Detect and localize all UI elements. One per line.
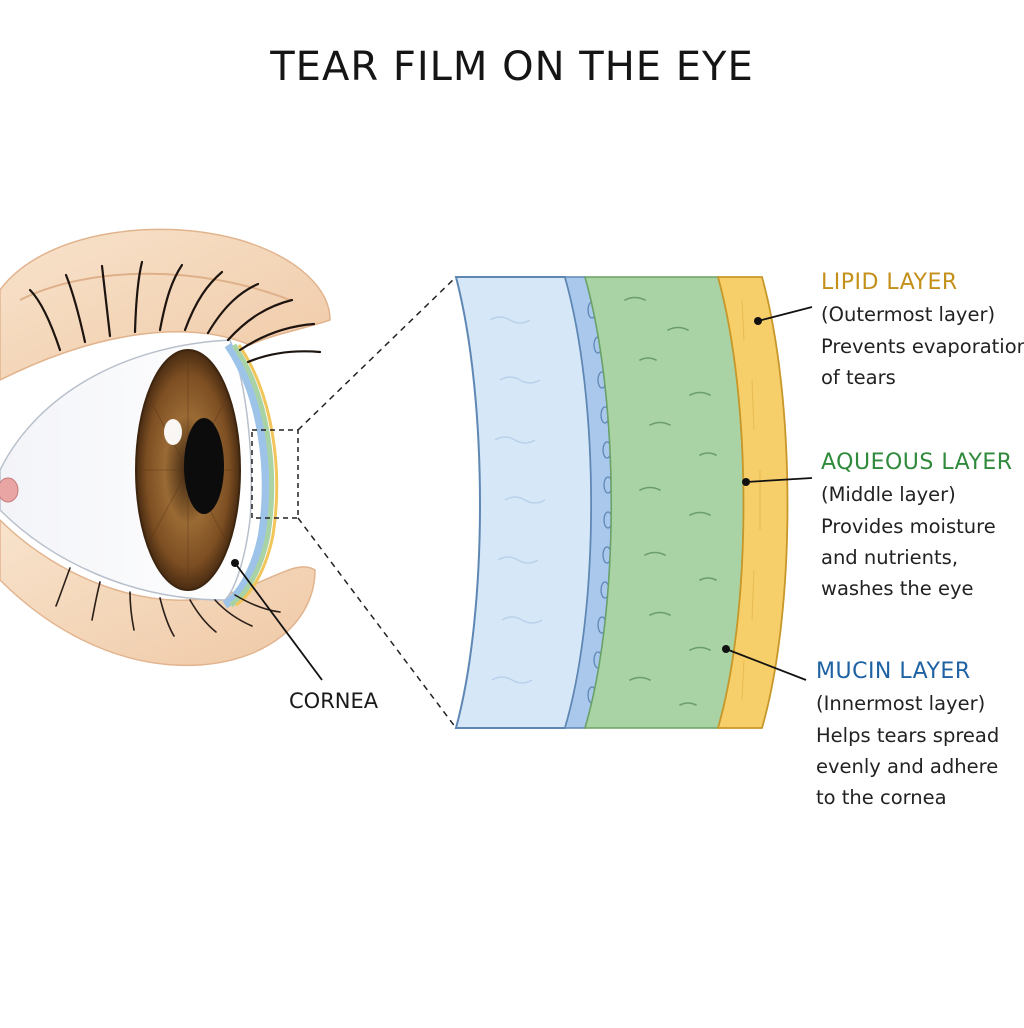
lower-eyelid (0, 518, 316, 667)
upper-eyelashes (28, 260, 322, 364)
aqueous-layer-description: Provides moisture (821, 515, 996, 538)
mucin-layer-label: MUCIN LAYER (Innermost layer) Helps tear… (816, 659, 1024, 813)
mucin-layer-heading: MUCIN LAYER (816, 659, 971, 684)
cornea-pointer-line (234, 562, 323, 681)
lipid-layer-description: of tears (821, 366, 896, 389)
aqueous-layer-subtitle: (Middle layer) (821, 483, 956, 506)
mucin-layer-subtitle: (Innermost layer) (816, 692, 986, 715)
tear-duct (0, 477, 19, 503)
aqueous-layer-label: AQUEOUS LAYER (Middle layer) Provides mo… (821, 450, 1024, 604)
lipid-layer-heading: LIPID LAYER (821, 270, 958, 295)
mucin-pointer-line (725, 648, 807, 681)
mucin-layer-description: evenly and adhere (816, 755, 999, 778)
eye-highlight (164, 419, 182, 445)
aqueous-layer-description: and nutrients, (821, 546, 959, 569)
mucin-layer-description: Helps tears spread (816, 724, 1000, 747)
eye-illustration (0, 228, 331, 681)
lipid-layer-subtitle: (Outermost layer) (821, 303, 996, 326)
eyelid-crease (19, 272, 291, 301)
tear-film-cross-section (454, 276, 789, 729)
diagram-title: TEAR FILM ON THE EYE (270, 44, 754, 90)
pupil (184, 418, 224, 514)
aqueous-layer-heading: AQUEOUS LAYER (821, 450, 1013, 475)
lipid-layer (716, 276, 789, 729)
cornea-tissue-layer (454, 276, 593, 729)
aqueous-layer-description: washes the eye (821, 577, 974, 600)
cornea-label: CORNEA (289, 689, 379, 713)
zoom-box (251, 429, 299, 519)
lipid-layer-label: LIPID LAYER (Outermost layer) Prevents e… (821, 270, 1024, 393)
lower-eyelashes (55, 567, 281, 637)
lipid-layer-description: Prevents evaporation (821, 335, 1024, 358)
mucin-layer-description: to the cornea (816, 786, 947, 809)
aqueous-pointer-line (745, 477, 813, 483)
zoom-connector-top (297, 276, 457, 431)
lipid-pointer-line (757, 306, 813, 322)
cornea-bulge (222, 342, 270, 609)
